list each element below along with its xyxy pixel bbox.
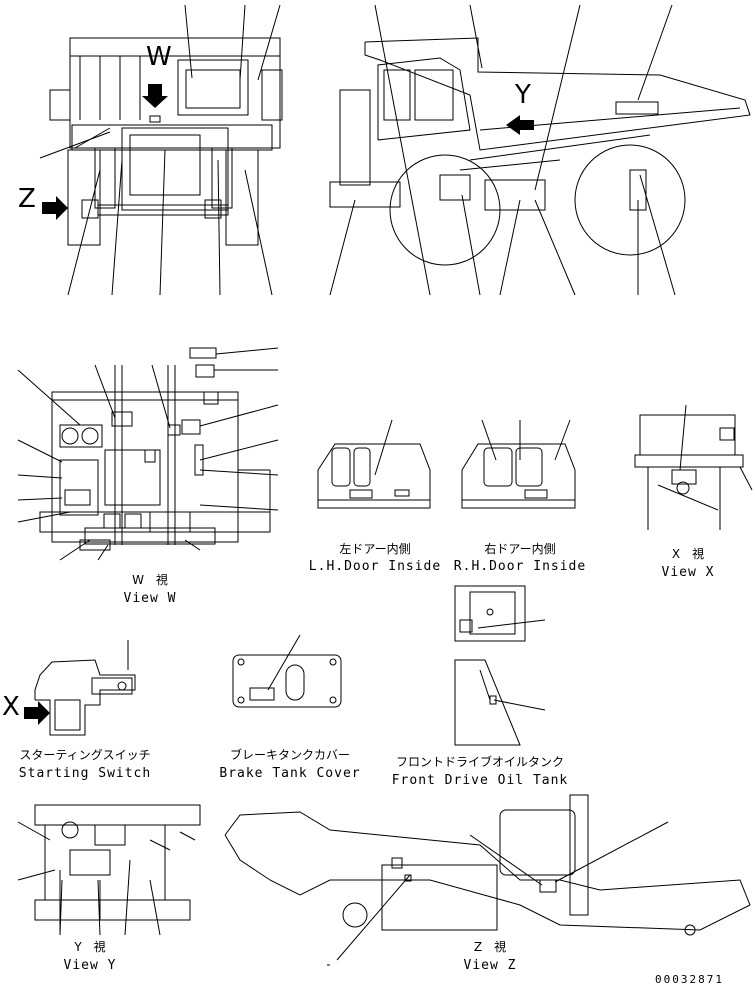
view-z-label-jp: Z 視 [473,940,507,954]
lh-door-label-jp: 左ドアー内側 [339,542,411,556]
view-x-drawing [634,404,753,530]
view-w-label-en: View W [123,591,177,606]
side-view-truck [329,37,751,266]
starting-switch-drawing [34,640,136,736]
front-drive-oil-tank-label-en: Front Drive Oil Tank [391,773,569,788]
view-z-label-en: View Z [463,958,517,973]
brake-tank-cover-label-en: Brake Tank Cover [219,766,361,781]
marker-w: W [146,42,172,72]
view-x-label-en: View X [661,565,715,580]
lh-door-drawing [317,419,431,509]
view-w-panel [39,347,271,551]
view-x-label-jp: X 視 [671,547,705,561]
view-w-label-jp: W 視 [132,573,168,587]
arrow-y-icon [506,115,534,135]
brake-tank-cover-label-jp: ブレーキタンクカバー [229,748,350,762]
rh-door-label-en: R.H.Door Inside [453,559,587,574]
rh-door-drawing [461,419,576,509]
front-view-leaders [39,4,281,296]
arrow-w-icon [142,84,168,108]
rh-door-label-jp: 右ドアー内側 [484,542,556,556]
view-w-leaders [17,347,279,561]
view-y-label-jp: Y 視 [74,940,106,954]
arrow-z-icon [42,196,68,220]
drawing-number: 00032871 [655,973,724,986]
front-view-truck [49,37,283,246]
front-drive-oil-tank-label-jp: フロントドライブオイルタンク [395,755,564,769]
arrow-x-icon [24,701,50,725]
side-view-leaders [329,4,676,296]
brake-tank-cover-drawing [232,634,342,708]
marker-x: X [2,692,20,722]
starting-switch-label-en: Starting Switch [18,766,152,781]
view-z-drawing [224,794,751,961]
starting-switch-label-jp: スターティングスイッチ [19,748,151,762]
lh-door-label-en: L.H.Door Inside [308,559,442,574]
view-y-drawing [17,804,201,936]
front-drive-oil-tank-drawing [454,585,546,746]
marker-z: Z [18,184,36,214]
view-y-label-en: View Y [63,958,117,973]
marker-y: Y [515,80,531,110]
